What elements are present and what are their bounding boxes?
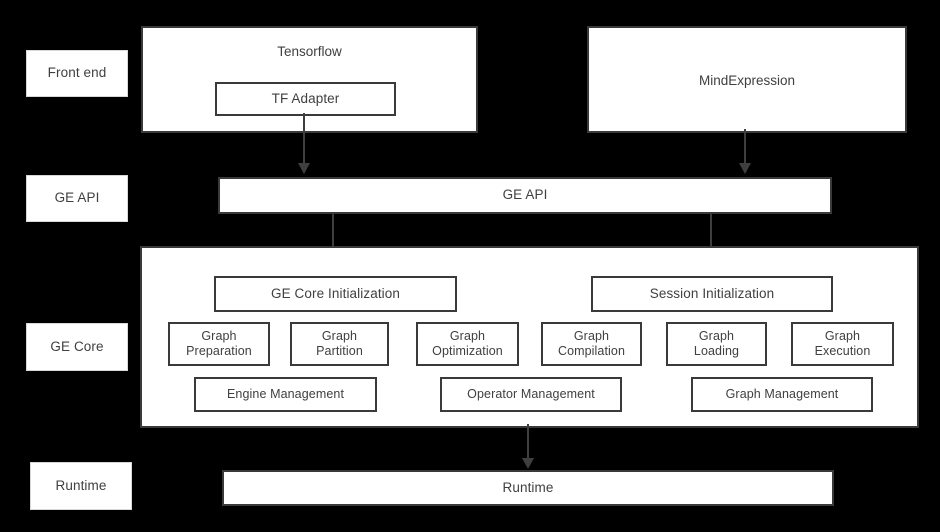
tf-adapter-box: TF Adapter <box>215 82 396 116</box>
runtime-bar-label: Runtime <box>502 479 554 495</box>
arrow-ge-api-to-ge-core-init-line <box>332 214 334 262</box>
ge-core-initialization-label: GE Core Initialization <box>270 285 400 301</box>
arrow-mindexpression-to-ge-api-head <box>739 163 751 174</box>
layer-label-ge-core: GE Core <box>26 323 128 371</box>
layer-label-ge-core-text: GE Core <box>50 338 104 354</box>
engine-management-box: Engine Management <box>194 377 377 412</box>
arrow-ge-api-to-session-init-line <box>710 214 712 262</box>
operator-management-box: Operator Management <box>440 377 622 412</box>
arrow-tf-adapter-to-ge-api-line <box>303 113 305 165</box>
tensorflow-title: Tensorflow <box>277 44 342 59</box>
layer-label-runtime: Runtime <box>30 462 132 510</box>
ge-api-bar: GE API <box>218 177 832 214</box>
session-initialization-box: Session Initialization <box>591 276 833 312</box>
engine-management-label: Engine Management <box>226 387 345 401</box>
graph-partition-label: Graph Partition <box>316 329 363 358</box>
operator-management-label: Operator Management <box>467 387 595 401</box>
ge-api-bar-label: GE API <box>502 187 548 203</box>
graph-compilation-box: Graph Compilation <box>541 322 642 366</box>
graph-execution-label: Graph Execution <box>814 329 871 358</box>
arrow-ge-core-to-runtime-head <box>522 458 534 469</box>
layer-label-front-end-text: Front end <box>47 65 107 81</box>
layer-label-ge-api: GE API <box>26 175 128 222</box>
arrow-ge-core-to-runtime-line <box>527 424 529 460</box>
graph-management-box: Graph Management <box>691 377 873 412</box>
graph-preparation-box: Graph Preparation <box>168 322 270 366</box>
ge-core-initialization-box: GE Core Initialization <box>214 276 457 312</box>
mindexpression-container: MindExpression <box>587 26 907 133</box>
session-initialization-label: Session Initialization <box>649 285 775 301</box>
graph-loading-box: Graph Loading <box>666 322 767 366</box>
arrow-mindexpression-to-ge-api-line <box>744 129 746 165</box>
mindexpression-title: MindExpression <box>698 73 796 88</box>
tensorflow-container: Tensorflow TF Adapter <box>141 26 478 133</box>
ge-core-container: GE Core Initialization Session Initializ… <box>140 246 919 428</box>
graph-loading-label: Graph Loading <box>693 329 740 358</box>
graph-optimization-label: Graph Optimization <box>432 329 503 358</box>
graph-preparation-label: Graph Preparation <box>186 329 252 358</box>
arrow-tf-adapter-to-ge-api-head <box>298 163 310 174</box>
tf-adapter-label: TF Adapter <box>271 90 340 106</box>
layer-label-ge-api-text: GE API <box>54 190 100 206</box>
runtime-bar: Runtime <box>222 470 834 506</box>
graph-optimization-box: Graph Optimization <box>416 322 519 366</box>
layer-label-front-end: Front end <box>26 50 128 97</box>
graph-execution-box: Graph Execution <box>791 322 894 366</box>
graph-partition-box: Graph Partition <box>290 322 389 366</box>
graph-management-label: Graph Management <box>725 387 839 401</box>
graph-compilation-label: Graph Compilation <box>557 329 626 358</box>
layer-label-runtime-text: Runtime <box>55 477 107 493</box>
